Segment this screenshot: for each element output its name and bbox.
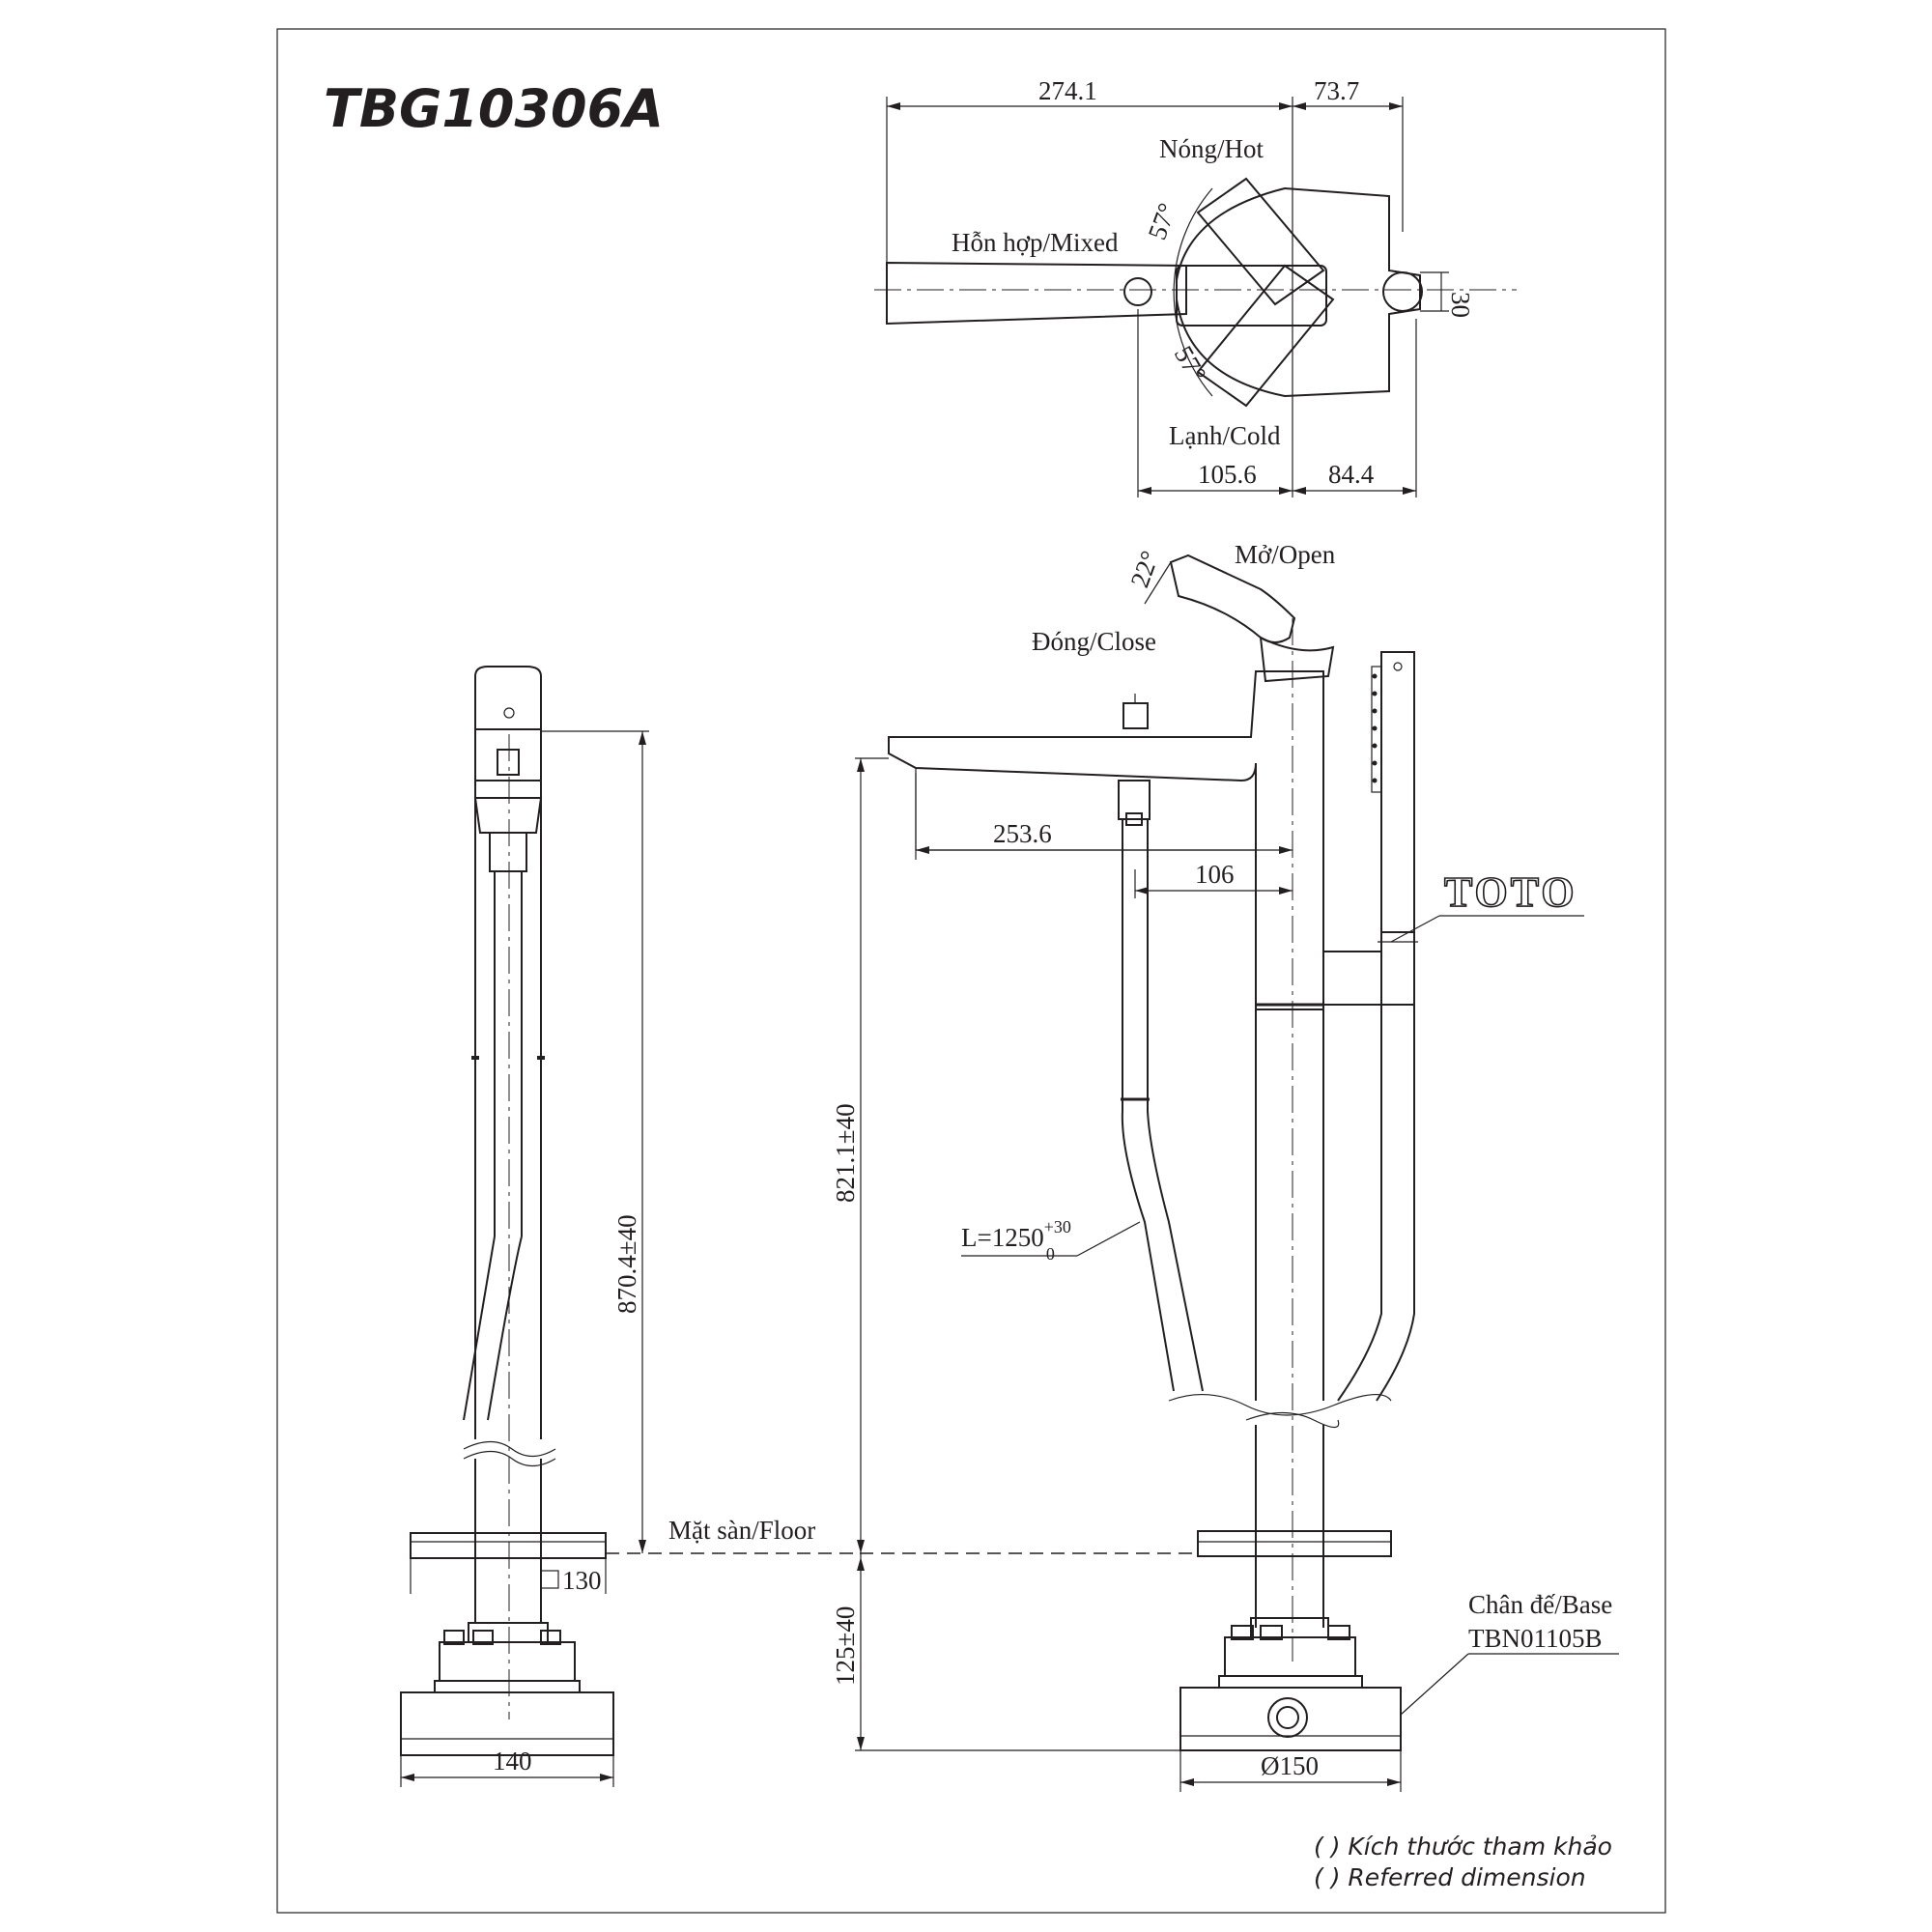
drawing-frame [276,28,1666,1914]
side-view: 130 140 870.4±40 Mặt sàn/Floor [400,666,860,1787]
label-mixed: Hỗn hợp/Mixed [952,228,1119,257]
shower-nozzles [1372,673,1378,783]
dim-125: 125±40 [831,1606,860,1686]
hose-length-sub: 0 [1046,1244,1055,1264]
dim-870-4: 870.4±40 [612,1214,641,1314]
note-line-2: ( ) Referred dimension [1314,1863,1586,1891]
angle-lower: 57° [1169,341,1212,387]
dim-73-7: 73.7 [1314,76,1359,105]
dim-150: Ø150 [1261,1751,1319,1780]
dim-274-1: 274.1 [1038,76,1097,105]
label-hot: Nóng/Hot [1159,134,1264,163]
label-base-model: TBN01105B [1468,1624,1603,1653]
dim-821-1: 821.1±40 [831,1103,860,1203]
toto-logo: TOTO [1444,868,1577,916]
dim-106: 106 [1195,860,1235,889]
dim-84-4: 84.4 [1328,460,1375,489]
model-title: TBG10306A [324,78,664,139]
hose-length: L=1250+30 0 [961,1217,1071,1264]
angle-22: 22° [1124,547,1164,591]
dim-253-6: 253.6 [993,819,1052,848]
dim-140: 140 [493,1747,532,1776]
front-view: 22° Mở/Open Đóng/Close [831,540,1619,1792]
label-cold: Lạnh/Cold [1169,421,1281,450]
note-line-1: ( ) Kích thước tham khảo [1314,1833,1612,1861]
dim-130: 130 [562,1566,602,1595]
hose-length-base: L=1250 [961,1223,1044,1252]
label-base: Chân đế/Base [1468,1590,1612,1619]
angle-upper: 57° [1142,199,1181,243]
label-open: Mở/Open [1235,540,1336,569]
dim-30: 30 [1446,292,1475,318]
top-view: 274.1 73.7 30 Nóng/Hot Hỗn hợp/Mixed Lạn… [874,76,1517,497]
hose-length-sup: +30 [1044,1217,1071,1236]
dim-105-6: 105.6 [1198,460,1257,489]
label-close: Đóng/Close [1032,627,1156,656]
label-floor: Mặt sàn/Floor [668,1516,815,1545]
